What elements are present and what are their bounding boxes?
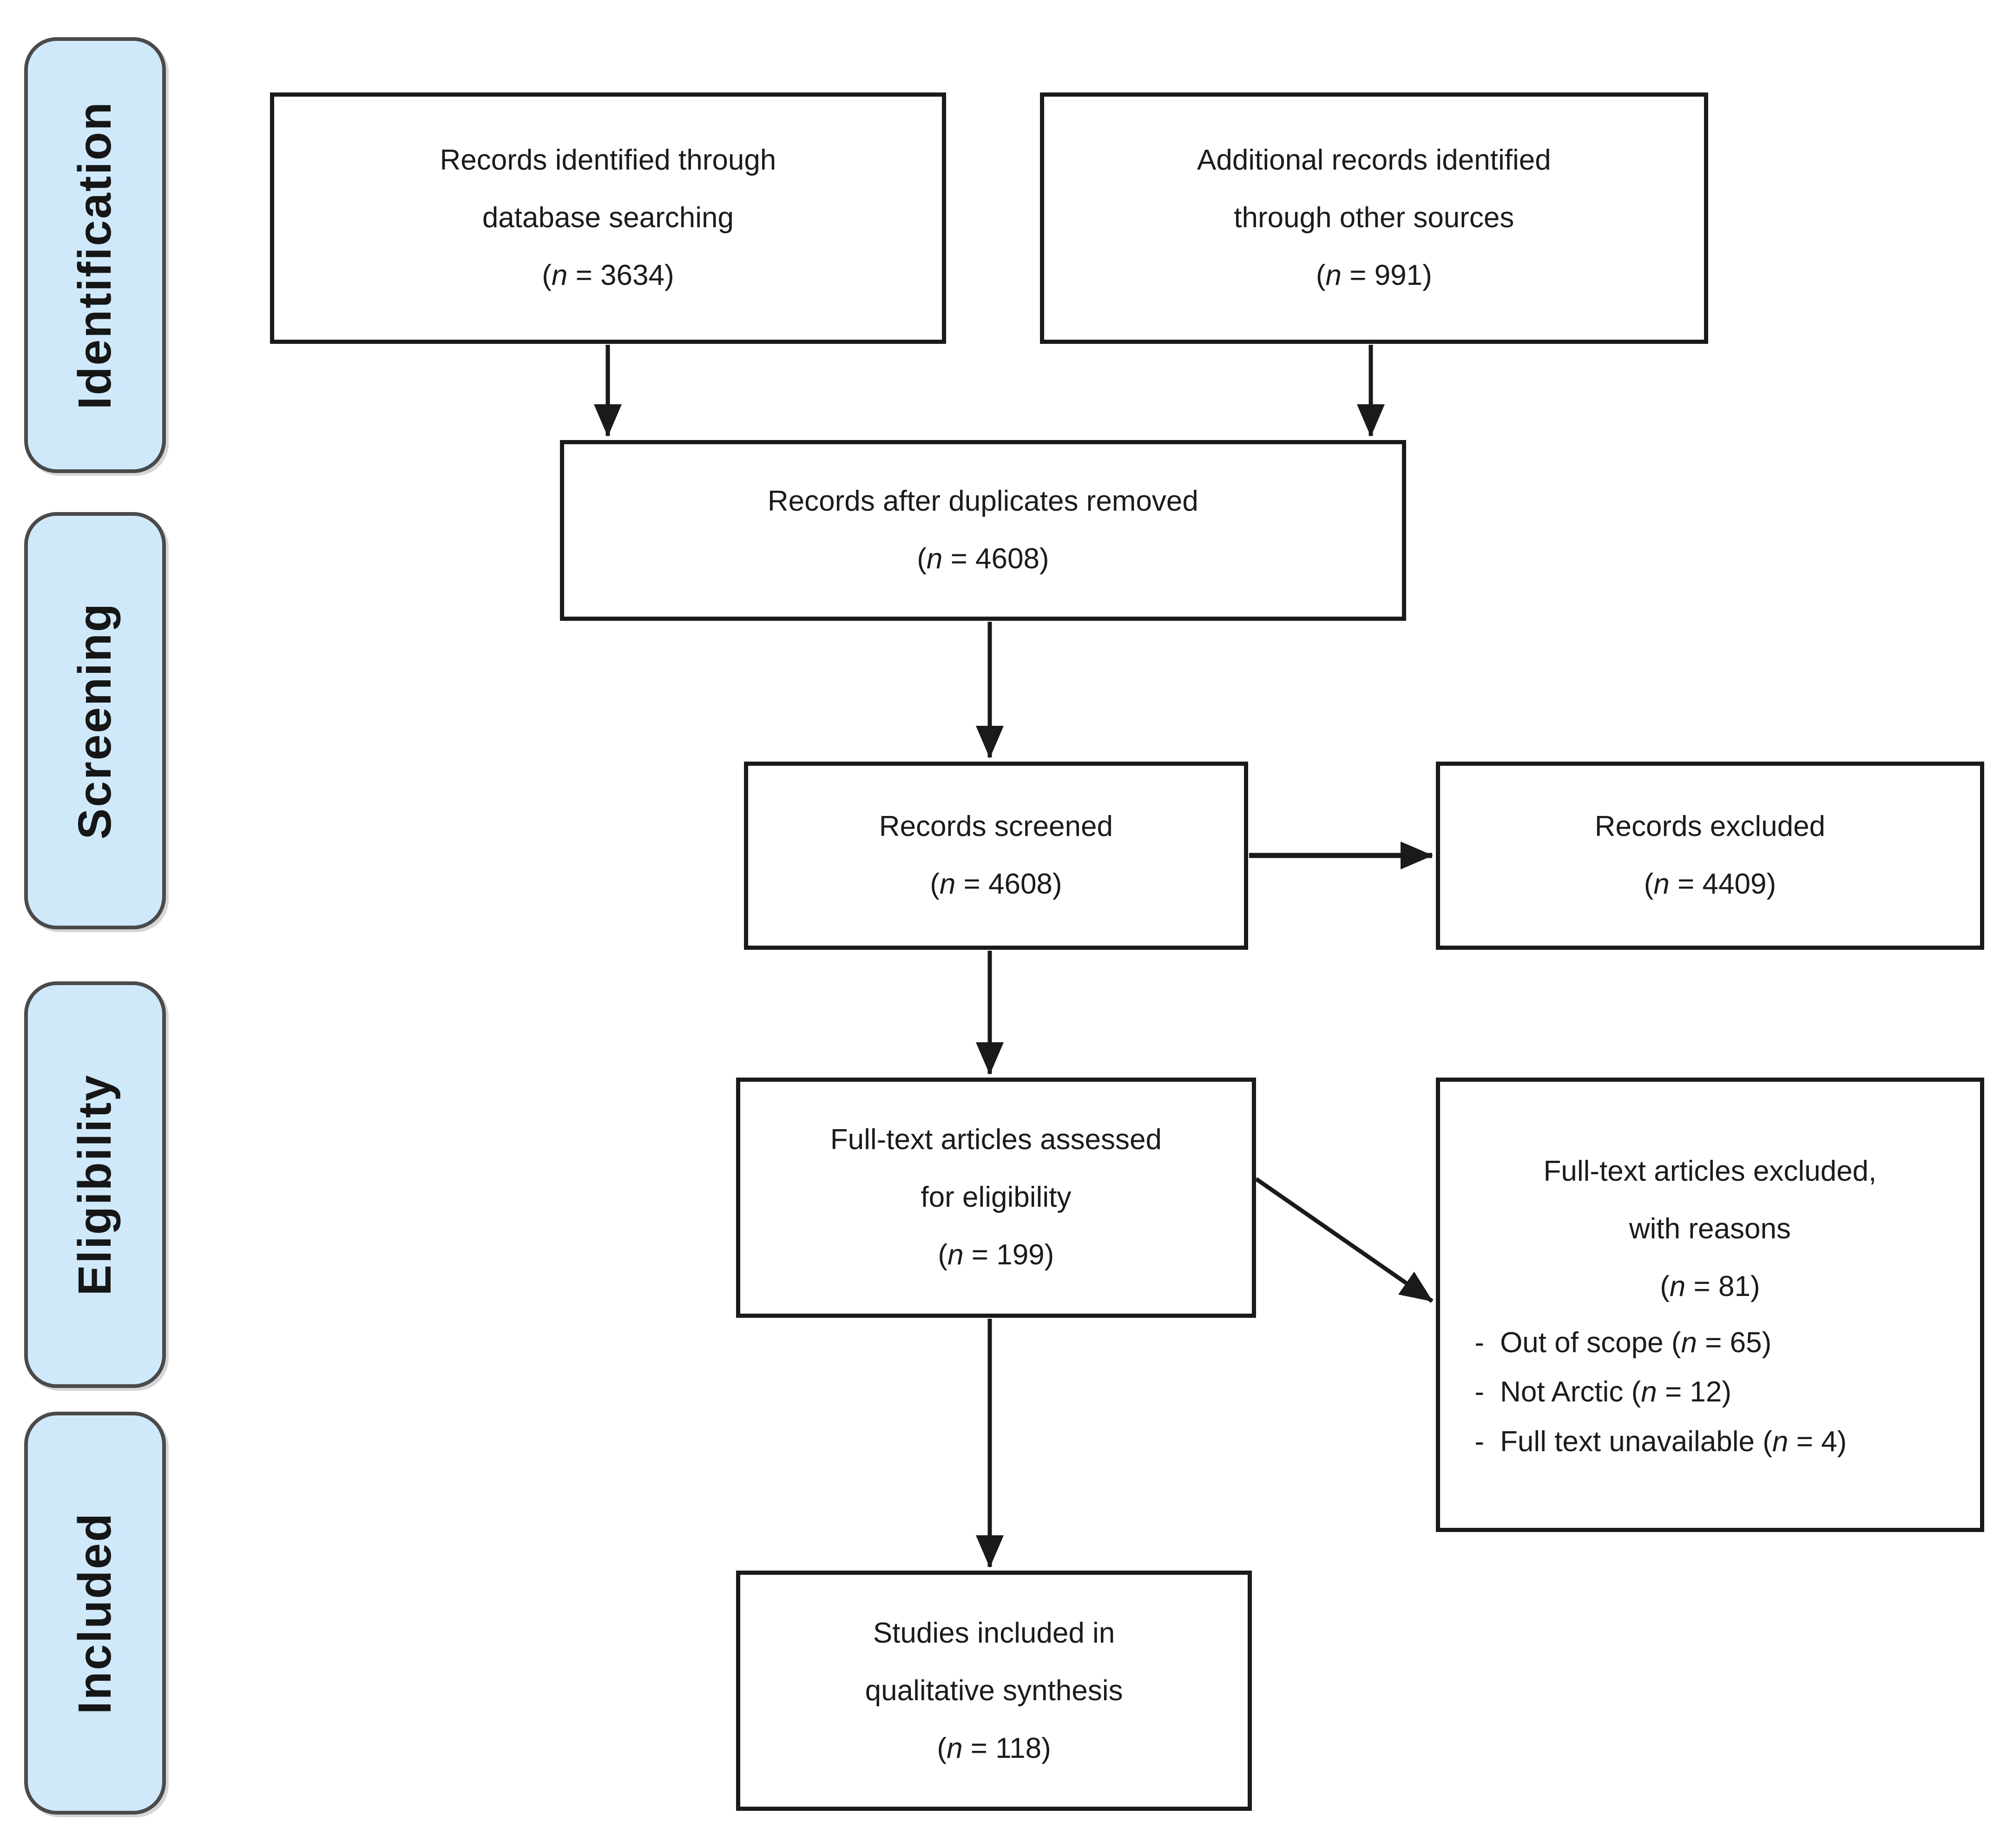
n-symbol: n [939,868,956,901]
n-open-paren: ( [542,259,552,292]
n-value-text: = 81) [1685,1270,1760,1302]
n-open-paren: ( [1644,868,1654,901]
box-text-line: qualitative synthesis [865,1674,1123,1707]
reason-rest: = 65) [1697,1326,1772,1359]
reason-rest: = 12) [1657,1376,1731,1408]
box-studies-included-qualitative: Studies included in qualitative synthesi… [736,1571,1252,1811]
box-n-count: (n = 4608) [917,530,1049,588]
box-fulltext-articles-assessed: Full-text articles assessed for eligibil… [736,1077,1256,1318]
box-text-line: with reasons [1629,1212,1791,1245]
box-text-line: Records identified through [440,144,776,177]
n-symbol: n [947,1732,963,1764]
bullet-dash: - [1474,1376,1484,1408]
box-n-count: (n = 118) [937,1720,1051,1777]
n-open-paren: ( [917,543,927,575]
n-symbol: n [926,543,943,575]
box-text-line: database searching [482,202,734,234]
n-symbol: n [1641,1376,1657,1408]
box-text-line: Additional records identified [1197,144,1551,177]
n-value-text: = 4409) [1669,868,1776,901]
n-value-text: = 118) [962,1732,1051,1764]
box-text-line: Records screened [879,810,1113,843]
exclusion-reason-row: -Not Arctic (n = 12) [1454,1368,1966,1417]
box-n-count: (n = 199) [938,1226,1054,1284]
n-value-text: = 199) [963,1239,1054,1271]
n-symbol: n [1669,1270,1686,1302]
n-open-paren: ( [1660,1270,1670,1302]
box-n-count: (n = 3634) [542,247,674,304]
n-symbol: n [551,259,568,292]
box-text-line: Full-text articles assessed [830,1124,1162,1156]
n-symbol: n [947,1239,964,1271]
stage-screening-label: Screening [68,602,121,840]
reason-text: Full text unavailable (n = 4) [1500,1417,1847,1467]
reason-text: Out of scope (n = 65) [1500,1318,1771,1368]
reason-pre: Out of scope ( [1500,1326,1681,1359]
stage-eligibility-label: Eligibility [68,1073,121,1296]
box-text-line: for eligibility [921,1181,1072,1214]
reason-pre: Not Arctic ( [1500,1376,1641,1408]
exclusion-reason-row: -Full text unavailable (n = 4) [1454,1417,1966,1467]
box-text-line: Studies included in [873,1617,1115,1649]
reason-pre: Full text unavailable ( [1500,1426,1772,1458]
exclusion-reason-row: -Out of scope (n = 65) [1454,1318,1966,1368]
box-n-count: (n = 81) [1660,1258,1760,1315]
n-value-text: = 4608) [955,868,1062,901]
box-records-excluded: Records excluded (n = 4409) [1436,761,1984,950]
box-n-count: (n = 991) [1316,247,1432,304]
n-open-paren: ( [1316,259,1326,292]
box-text-line: Records after duplicates removed [767,485,1198,518]
box-n-count: (n = 4608) [930,855,1062,913]
arrow-fulltext-to-fulltext-excluded [1255,1177,1434,1303]
n-value-text: = 3634) [567,259,674,292]
exclusion-reason-list: -Out of scope (n = 65) -Not Arctic (n = … [1454,1318,1966,1467]
n-open-paren: ( [938,1239,948,1271]
n-symbol: n [1772,1426,1789,1458]
stage-identification: Identification [24,37,166,474]
n-value-text: = 4608) [942,543,1049,575]
n-symbol: n [1681,1326,1697,1359]
box-fulltext-articles-excluded: Full-text articles excluded, with reason… [1436,1077,1984,1532]
bullet-dash: - [1474,1426,1484,1458]
n-open-paren: ( [930,868,940,901]
n-symbol: n [1325,259,1342,292]
reason-text: Not Arctic (n = 12) [1500,1368,1731,1417]
stage-eligibility: Eligibility [24,981,166,1388]
box-n-count: (n = 4409) [1644,855,1776,913]
n-symbol: n [1653,868,1670,901]
stage-included-label: Included [68,1512,121,1715]
box-text-line: through other sources [1234,202,1514,234]
box-text-line: Records excluded [1594,810,1826,843]
stage-included: Included [24,1412,166,1815]
box-text-line: Full-text articles excluded, [1543,1155,1877,1187]
stage-screening: Screening [24,512,166,930]
reason-rest: = 4) [1788,1426,1847,1458]
stage-identification-label: Identification [68,100,121,409]
box-records-screened: Records screened (n = 4608) [744,761,1248,950]
box-records-after-duplicates-removed: Records after duplicates removed (n = 46… [560,440,1406,621]
box-records-identified-database: Records identified through database sear… [270,92,946,344]
n-value-text: = 991) [1342,259,1432,292]
box-additional-records-other-sources: Additional records identified through ot… [1040,92,1708,344]
bullet-dash: - [1474,1326,1484,1359]
n-open-paren: ( [937,1732,947,1764]
